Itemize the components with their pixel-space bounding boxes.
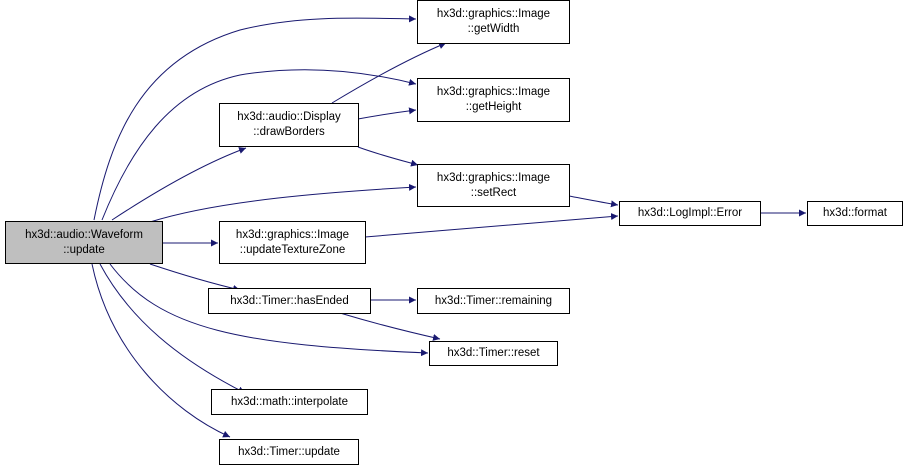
- node-logimpl-error-label: hx3d::LogImpl::Error: [637, 207, 743, 219]
- edge-drawborders-to-setrect: [357, 146, 419, 167]
- node-image-updatetexturezone[interactable]: hx3d::graphics::Image ::updateTextureZon…: [219, 221, 366, 264]
- edge-drawborders-to-getheight: [357, 107, 417, 120]
- node-timer-update-label: hx3d::Timer::update: [238, 445, 340, 458]
- edge-update-to-getwidth: [93, 15, 417, 221]
- node-image-setrect-line2: ::setRect: [470, 186, 517, 199]
- node-format-label: hx3d::format: [823, 207, 887, 219]
- node-display-drawborders-line1: hx3d::audio::Display: [237, 111, 341, 123]
- node-waveform-update-line2: ::update: [63, 243, 105, 256]
- node-display-drawborders-line2: ::drawBorders: [253, 126, 325, 138]
- edge-setrect-to-error: [568, 195, 619, 208]
- node-image-getwidth-line2: ::getWidth: [467, 23, 520, 35]
- node-timer-reset[interactable]: hx3d::Timer::reset: [429, 341, 558, 366]
- node-image-getheight-line1: hx3d::graphics::Image: [436, 86, 551, 98]
- node-image-setrect-line1: hx3d::graphics::Image: [436, 171, 551, 184]
- node-image-getwidth-line1: hx3d::graphics::Image: [436, 8, 551, 20]
- edge-update-to-hasended: [149, 263, 241, 292]
- node-timer-hasended-label: hx3d::Timer::hasEnded: [230, 294, 349, 307]
- node-image-getheight-line2: ::getHeight: [465, 101, 522, 113]
- node-math-interpolate[interactable]: hx3d::math::interpolate: [211, 389, 368, 415]
- node-waveform-update-line1: hx3d::audio::Waveform: [25, 228, 143, 241]
- node-timer-reset-label: hx3d::Timer::reset: [447, 347, 540, 359]
- node-image-getwidth[interactable]: hx3d::graphics::Image ::getWidth: [417, 0, 570, 44]
- node-image-getheight[interactable]: hx3d::graphics::Image ::getHeight: [417, 78, 570, 122]
- node-format[interactable]: hx3d::format: [807, 201, 903, 226]
- node-math-interpolate-label: hx3d::math::interpolate: [231, 395, 348, 408]
- edge-updatetexturezone-to-error: [364, 213, 619, 238]
- node-image-updatetexturezone-line1: hx3d::graphics::Image: [235, 228, 350, 241]
- edge-update-to-getheight: [101, 69, 417, 221]
- edge-update-to-setrect: [149, 183, 417, 223]
- edge-drawborders-to-getwidth: [331, 42, 447, 104]
- node-timer-remaining[interactable]: hx3d::Timer::remaining: [417, 288, 570, 314]
- node-timer-update[interactable]: hx3d::Timer::update: [219, 439, 359, 465]
- node-waveform-update[interactable]: hx3d::audio::Waveform ::update: [5, 221, 163, 264]
- node-timer-hasended[interactable]: hx3d::Timer::hasEnded: [208, 288, 371, 314]
- edge-update-to-timerupdate: [91, 263, 231, 438]
- node-display-drawborders[interactable]: hx3d::audio::Display ::drawBorders: [219, 103, 359, 147]
- node-logimpl-error[interactable]: hx3d::LogImpl::Error: [619, 201, 761, 226]
- node-image-setrect[interactable]: hx3d::graphics::Image ::setRect: [417, 164, 570, 207]
- edge-update-to-interpolate: [99, 263, 246, 394]
- node-image-updatetexturezone-line2: ::updateTextureZone: [239, 243, 346, 256]
- edge-update-to-drawborders: [111, 147, 247, 221]
- edge-update-to-reset: [109, 263, 429, 357]
- edge-hasended-to-reset: [339, 312, 441, 341]
- node-timer-remaining-label: hx3d::Timer::remaining: [434, 294, 553, 307]
